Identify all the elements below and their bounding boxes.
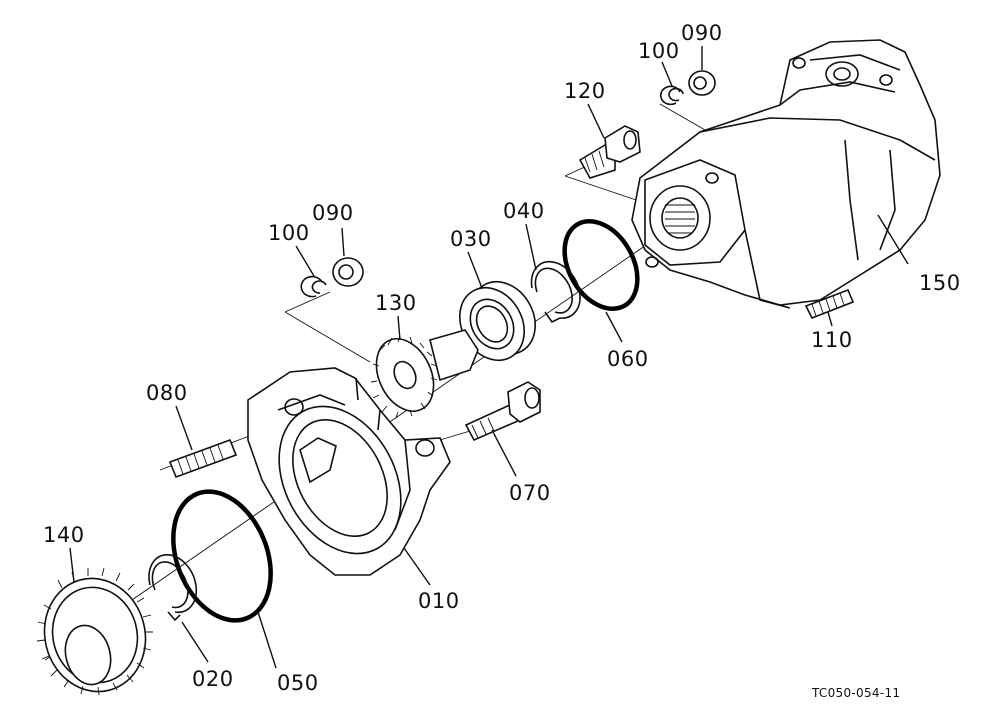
bearing-030 (459, 281, 536, 361)
reference-code: TC050-054-11 (811, 686, 900, 700)
pump-body-150 (631, 39, 941, 309)
leader-lines (69, 46, 909, 669)
o-ring-050 (171, 489, 273, 623)
label-120: 120 (564, 79, 606, 103)
label-080: 080 (146, 381, 188, 405)
label-010: 010 (418, 589, 460, 613)
label-050: 050 (277, 671, 319, 695)
stud-110 (804, 288, 855, 320)
label-090-upper: 090 (681, 21, 723, 45)
housing-010 (247, 367, 451, 576)
part-labels: 090 100 120 150 110 060 040 030 090 100 … (43, 21, 961, 700)
gear-shaft-130 (370, 329, 479, 419)
label-150: 150 (919, 271, 961, 295)
label-100-upper: 100 (638, 39, 680, 63)
o-ring-060 (562, 219, 640, 311)
label-100-lower: 100 (268, 221, 310, 245)
label-110: 110 (811, 328, 853, 352)
bolt-070 (464, 381, 541, 442)
label-020: 020 (192, 667, 234, 691)
nut-090-upper (688, 70, 716, 96)
label-040: 040 (503, 199, 545, 223)
stud-080 (168, 438, 238, 479)
fitting-120 (578, 125, 641, 179)
label-060: 060 (607, 347, 649, 371)
label-070: 070 (509, 481, 551, 505)
label-130: 130 (375, 291, 417, 315)
snap-ring-020 (148, 554, 198, 622)
label-140: 140 (43, 523, 85, 547)
nut-090-lower (332, 257, 364, 287)
label-030: 030 (450, 227, 492, 251)
ring-100-upper (659, 85, 684, 106)
snap-ring-040 (530, 260, 581, 324)
ring-100-lower (300, 275, 327, 298)
gear-140 (36, 567, 153, 696)
label-090-lower: 090 (312, 201, 354, 225)
